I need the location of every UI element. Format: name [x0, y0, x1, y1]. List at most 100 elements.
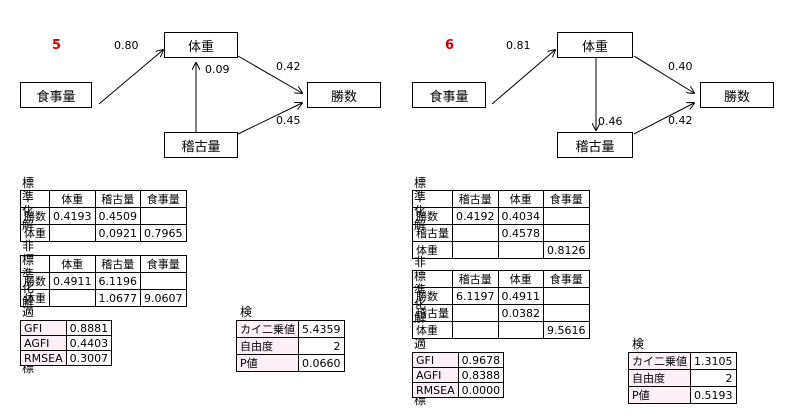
table-cell: 0.4578: [497, 224, 544, 242]
unstandardized-table: 稽古量 体重 食事量 勝数 6.1197 0.4911 稽古量 0.0382 体…: [412, 270, 590, 339]
fit-value: 0.8388: [457, 367, 505, 383]
table-row: 勝数 6.1197 0.4911: [412, 287, 590, 305]
fit-table: GFI 0.9678 AGFI 0.8388 RMSEA 0.0000: [412, 352, 505, 398]
test-value: 0.5193: [690, 386, 737, 404]
table-cell: 6.1196: [94, 272, 141, 290]
node-win: 勝数: [700, 82, 774, 108]
table-row: 自由度 2: [236, 337, 345, 355]
table-cell: [497, 241, 544, 259]
table-row: 勝数 0.4911 6.1196: [20, 272, 187, 290]
table-row: カイ二乗値 5.4359: [236, 320, 345, 338]
table-row: 体重 0.8126: [412, 241, 590, 259]
row-label: 勝数: [412, 287, 453, 305]
table-row: P値 0.5193: [628, 386, 737, 404]
table-cell: [497, 321, 544, 339]
model-6-path-arrows: [491, 0, 809, 135]
table-cell: [140, 207, 187, 225]
table-cell: 1.0677: [94, 289, 141, 307]
table-row: 体重 9.5616: [412, 321, 590, 339]
fit-label: AGFI: [20, 335, 67, 351]
standardized-table: 稽古量 体重 食事量 勝数 0.4192 0.4034 稽古量 0.4578 体…: [412, 190, 590, 259]
column-header: 体重: [497, 190, 544, 208]
table-cell: [452, 224, 499, 242]
arrow-practice-to-win: [237, 103, 302, 135]
row-label: 稽古量: [412, 304, 453, 322]
fit-value: 0.3007: [65, 350, 113, 366]
node-practice: 稽古量: [557, 132, 633, 158]
table-cell: 9.0607: [140, 289, 187, 307]
model-5-path-arrows: [98, 0, 400, 135]
arrow-weight-to-win: [237, 55, 302, 93]
coef-practice-weight: 0.09: [205, 63, 230, 76]
table-cell: 0.7965: [140, 224, 187, 242]
table-row: 勝数 0.4192 0.4034: [412, 207, 590, 225]
table-cell: [452, 304, 499, 322]
column-header: 稽古量: [94, 255, 141, 273]
fit-value: 0.0000: [457, 382, 505, 398]
row-label: 体重: [412, 241, 453, 259]
table-row: 勝数 0.4193 0.4509: [20, 207, 187, 225]
fit-table: GFI 0.8881 AGFI 0.4403 RMSEA 0.3007: [20, 320, 113, 366]
coef-food-weight: 0.81: [506, 39, 531, 52]
test-value: 0.0660: [298, 354, 345, 372]
table-row: AGFI 0.4403: [20, 335, 113, 351]
node-weight: 体重: [164, 32, 238, 58]
test-value: 2: [690, 369, 737, 387]
fit-value: 0.9678: [457, 352, 505, 368]
test-table: カイ二乗値 5.4359 自由度 2 P値 0.0660: [236, 320, 345, 372]
test-label: カイ二乗値: [236, 320, 299, 338]
table-cell: 0.8126: [543, 241, 590, 259]
table-row: カイ二乗値 1.3105: [628, 352, 737, 370]
fit-label: RMSEA: [20, 350, 67, 366]
coef-weight-win: 0.42: [276, 60, 301, 73]
table-cell: 0.0382: [497, 304, 544, 322]
arrow-practice-to-win: [633, 103, 694, 135]
table-cell: [49, 224, 96, 242]
table-row: 自由度 2: [628, 369, 737, 387]
table-cell: 0.0921: [94, 224, 141, 242]
row-label: 稽古量: [412, 224, 453, 242]
node-practice: 稽古量: [164, 132, 238, 158]
fit-label: GFI: [20, 320, 67, 336]
test-table: カイ二乗値 1.3105 自由度 2 P値 0.5193: [628, 352, 737, 404]
table-row: 稽古量 0.0382: [412, 304, 590, 322]
row-label: 体重: [20, 289, 50, 307]
column-header: 稽古量: [452, 270, 499, 288]
model-number: 6: [445, 38, 455, 53]
table-cell: 0.4034: [497, 207, 544, 225]
column-header: 体重: [49, 190, 96, 208]
fit-value: 0.8881: [65, 320, 113, 336]
column-header: 稽古量: [94, 190, 141, 208]
column-header: 体重: [497, 270, 544, 288]
test-label: 自由度: [236, 337, 299, 355]
node-food: 食事量: [412, 82, 486, 108]
arrow-food-to-weight: [491, 50, 555, 105]
column-header: 食事量: [140, 255, 187, 273]
test-label: P値: [236, 354, 299, 372]
test-value: 1.3105: [690, 352, 737, 370]
table-cell: 0.4192: [452, 207, 499, 225]
row-label: 勝数: [412, 207, 453, 225]
table-row: RMSEA 0.0000: [412, 382, 505, 398]
table-cell: [452, 241, 499, 259]
node-food: 食事量: [20, 82, 92, 108]
test-label: 自由度: [628, 369, 691, 387]
fit-value: 0.4403: [65, 335, 113, 351]
column-header: 食事量: [543, 190, 590, 208]
fit-label: GFI: [412, 352, 459, 368]
table-row: 体重 0.0921 0.7965: [20, 224, 187, 242]
table-cell: 9.5616: [543, 321, 590, 339]
table-cell: [543, 287, 590, 305]
table-row: 稽古量 0.4578: [412, 224, 590, 242]
row-label: 体重: [412, 321, 453, 339]
fit-label: RMSEA: [412, 382, 459, 398]
table-cell: [543, 304, 590, 322]
table-cell: [140, 272, 187, 290]
test-value: 2: [298, 337, 345, 355]
table-cell: 0.4509: [94, 207, 141, 225]
model-number: 5: [52, 38, 62, 53]
standardized-table: 体重 稽古量 食事量 勝数 0.4193 0.4509 体重 0.0921 0.…: [20, 190, 187, 242]
arrow-weight-to-win: [633, 55, 694, 93]
table-cell: [452, 321, 499, 339]
node-win: 勝数: [307, 82, 381, 108]
